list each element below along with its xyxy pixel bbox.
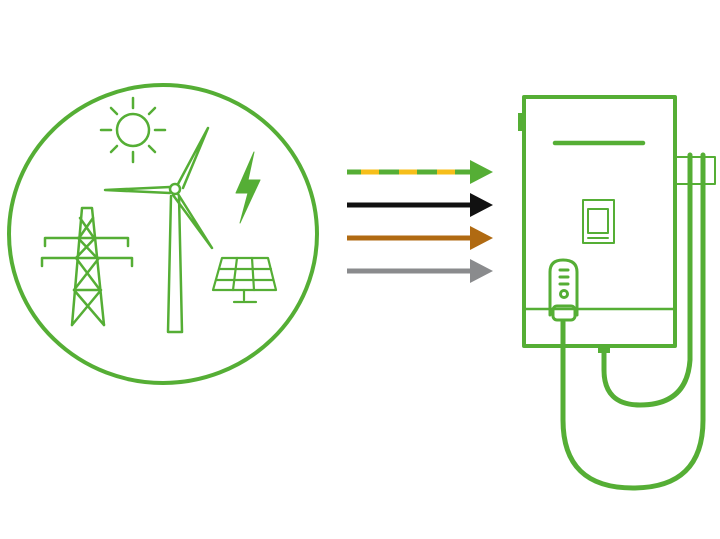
arrow-gray	[347, 259, 493, 283]
charging-connector	[548, 258, 579, 322]
ev-charger-icon	[518, 95, 716, 491]
screen-icon	[582, 199, 615, 244]
solar-panel-icon	[211, 256, 278, 304]
energy-sources-circle	[7, 83, 319, 385]
sun-icon	[99, 96, 167, 164]
wind-turbine-icon	[103, 126, 214, 334]
lightning-icon	[235, 151, 261, 224]
charging-cable-loop	[601, 152, 693, 408]
power-pylon-icon	[40, 206, 134, 327]
arrow-black	[347, 193, 493, 217]
arrow-brown	[347, 226, 493, 250]
arrow-green-yellow	[347, 160, 493, 184]
energy-arrows	[347, 160, 493, 283]
charging-cable	[560, 152, 706, 491]
